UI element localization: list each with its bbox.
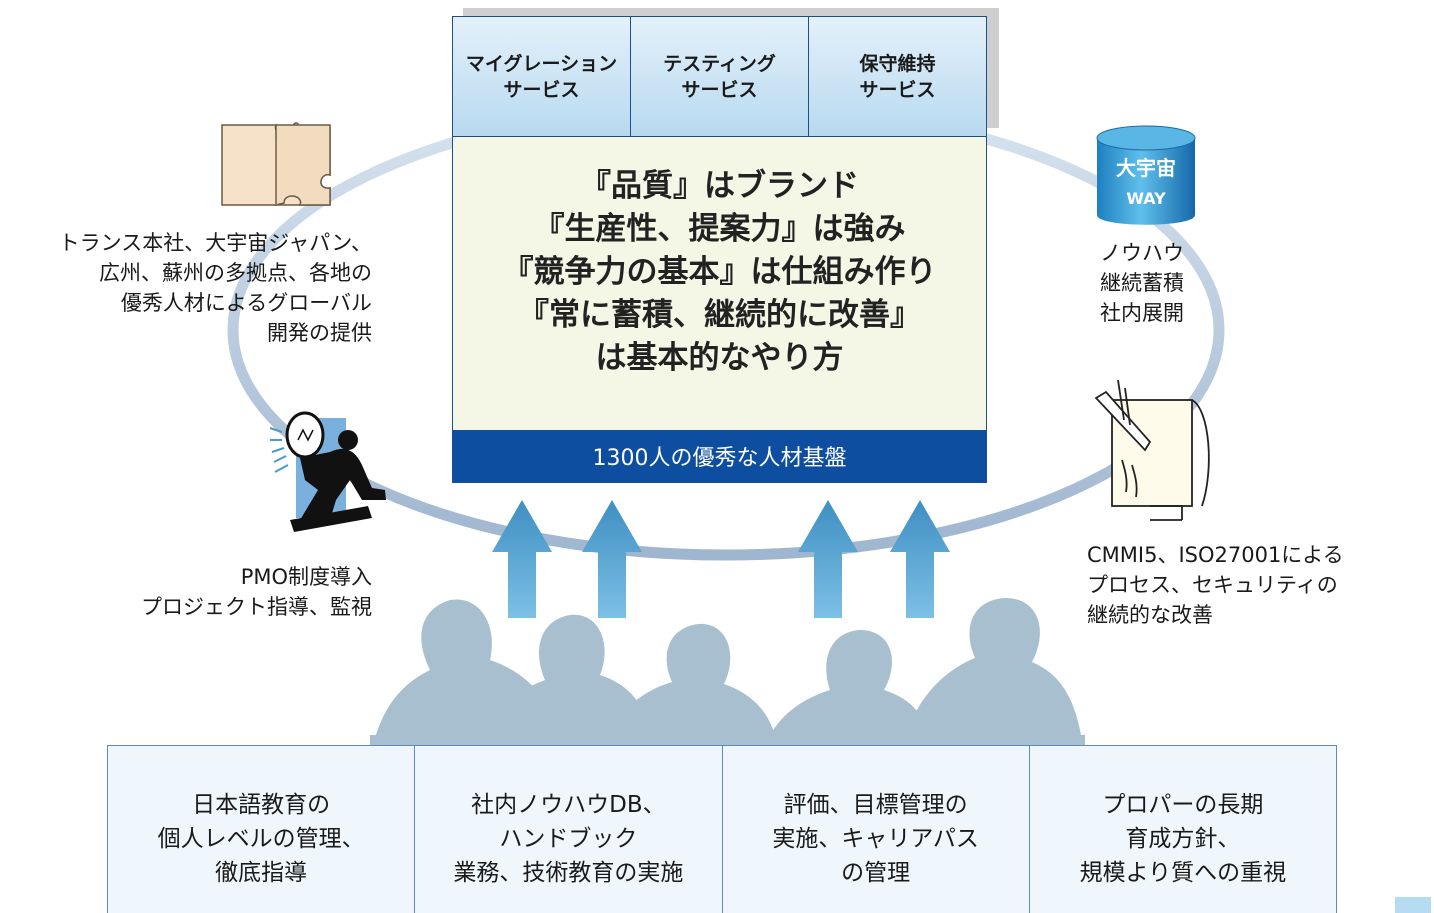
base-bar: 1300人の優秀な人材基盤	[453, 430, 986, 482]
notepad-pen-icon	[1094, 379, 1210, 521]
caption-global-development: トランス本社、大宇宙ジャパン、 広州、蘇州の多拠点、各地の 優秀人材によるグロー…	[58, 231, 372, 345]
caption-process-improvement: CMMI5、ISO27001による プロセス、セキュリティの 継続的な改善	[1087, 543, 1344, 627]
foundation-knowhow-db: 社内ノウハウDB、 ハンドブック 業務、技術教育の実施	[415, 746, 723, 913]
service-row: マイグレーション サービス テスティング サービス 保守維持 サービス	[453, 17, 986, 137]
lightbulb-businessman-icon	[269, 411, 386, 532]
service-testing: テスティング サービス	[631, 17, 809, 137]
people-silhouette-icon	[370, 598, 1085, 760]
up-arrow-icon	[492, 500, 950, 618]
corner-swatch	[1395, 897, 1431, 913]
service-maintenance: 保守維持 サービス	[809, 17, 986, 137]
base-bar-label: 1300人の優秀な人材基盤	[592, 446, 847, 471]
foundation-row: 日本語教育の 個人レベルの管理、 徹底指導 社内ノウハウDB、 ハンドブック 業…	[107, 745, 1337, 913]
puzzle-icon	[221, 122, 331, 206]
foundation-long-term-training: プロパーの長期 育成方針、 規模より質への重視	[1079, 792, 1287, 886]
database-label-2: WAY	[1126, 189, 1166, 208]
caption-pmo: PMO制度導入 プロジェクト指導、監視	[141, 565, 372, 619]
database-icon	[1096, 125, 1196, 225]
motto-text: 『品質』はブランド 『生産性、提案力』は強み 『競争力の基本』は仕組み作り 『常…	[502, 168, 937, 376]
foundation-evaluation: 評価、目標管理の 実施、キャリアパス の管理	[723, 746, 1030, 913]
caption-knowhow: ノウハウ 継続蓄積 社内展開	[1100, 241, 1184, 325]
center-panel: マイグレーション サービス テスティング サービス 保守維持 サービス 『品質』…	[452, 16, 987, 483]
foundation-japanese-education: 日本語教育の 個人レベルの管理、 徹底指導	[108, 746, 416, 913]
database-label-1: 大宇宙	[1116, 156, 1176, 180]
service-migration: マイグレーション サービス	[453, 17, 631, 137]
